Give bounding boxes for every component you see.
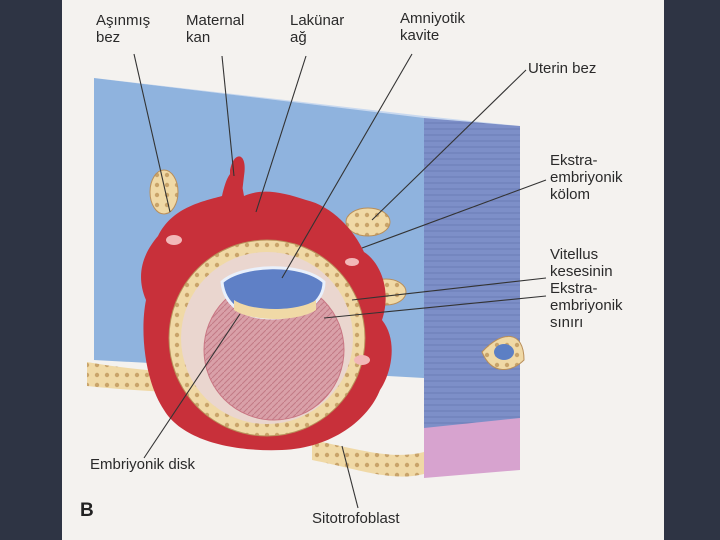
label-sitotrofoblast: Sitotrofoblast xyxy=(312,510,400,527)
uterine-epithelium-right xyxy=(312,440,424,477)
right-background-panel xyxy=(664,0,720,540)
label-maternal-kan: Maternal kan xyxy=(186,12,244,46)
epithelium-bottom-right xyxy=(424,418,520,478)
label-lakunar-ag: Lakünar ağ xyxy=(290,12,344,46)
label-embriyonik-disk: Embriyonik disk xyxy=(90,456,195,473)
left-background-panel xyxy=(0,0,62,540)
label-ekstraembriyonik-kolom: Ekstra- embriyonik kölom xyxy=(550,152,623,203)
lacunae xyxy=(166,235,182,245)
label-vitellus-kesesi-siniri: Vitellus kesesinin Ekstra- embriyonik sı… xyxy=(550,246,623,331)
block-right-face xyxy=(424,118,520,450)
label-uterin-bez: Uterin bez xyxy=(528,60,596,77)
diagram-figure: Aşınmış bez Maternal kan Lakünar ağ Amni… xyxy=(62,0,664,540)
figure-letter: B xyxy=(80,500,94,522)
label-amniyotik-kavite: Amniyotik kavite xyxy=(400,10,465,44)
label-asinmis-bez: Aşınmış bez xyxy=(96,12,150,46)
